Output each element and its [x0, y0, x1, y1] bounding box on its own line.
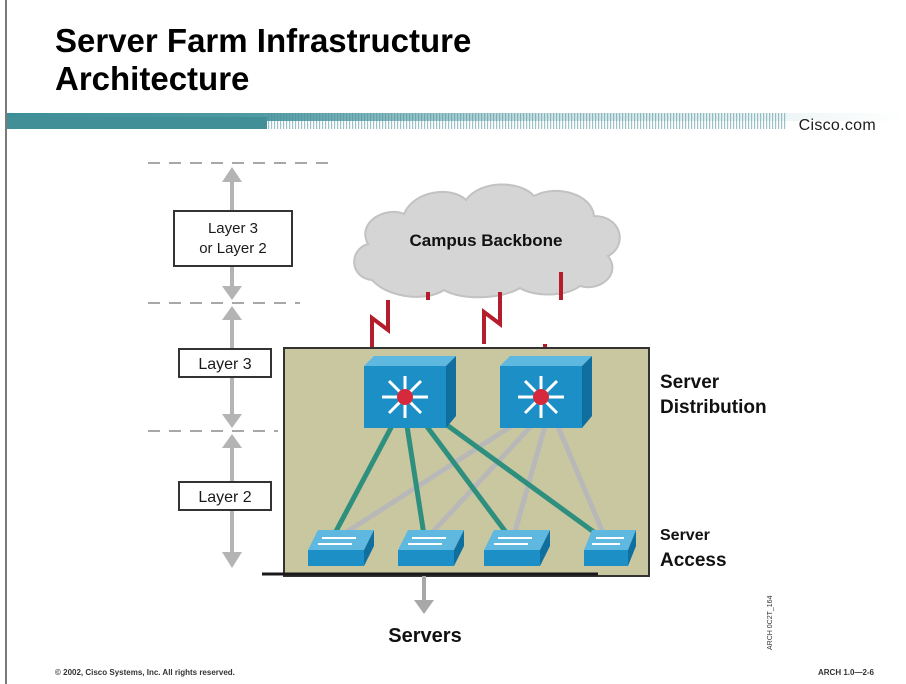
cloud-label: Campus Backbone [409, 231, 562, 250]
campus-backbone-cloud: Campus Backbone [353, 183, 621, 299]
access-label-2: Access [660, 550, 727, 571]
servers-label: Servers [388, 625, 461, 647]
slide-code: ARCH 1.0—2-6 [817, 668, 874, 677]
access-switch-2 [398, 530, 464, 566]
layer-label-middle: Layer 3 [198, 356, 251, 373]
access-switch-4 [584, 530, 636, 566]
distribution-switch-2 [500, 356, 592, 428]
secondary-links [340, 417, 607, 538]
server-farm-diagram: Layer 3 or Layer 2 Layer 3 Layer 2 Campu… [148, 162, 774, 650]
distribution-label-2: Distribution [660, 397, 767, 418]
distribution-switch-1 [364, 356, 456, 428]
left-border [5, 0, 7, 684]
layer-label-bottom: Layer 2 [198, 489, 251, 506]
slide-title: Server Farm Infrastructure Architecture [55, 22, 471, 98]
layer-label-top-2: or Layer 2 [199, 240, 267, 257]
title-bar [7, 113, 906, 129]
figure-id: ARCH 0C2T_164 [767, 595, 774, 650]
primary-links [331, 417, 600, 538]
access-switch-3 [484, 530, 550, 566]
access-label-1: Server [660, 527, 710, 544]
title-line-1: Server Farm Infrastructure [55, 22, 472, 59]
copyright: © 2002, Cisco Systems, Inc. All rights r… [55, 668, 235, 677]
distribution-label-1: Server [660, 372, 720, 393]
cisco-com-link[interactable]: Cisco.com [798, 117, 876, 134]
layer-label-top-1: Layer 3 [208, 220, 258, 237]
title-line-2: Architecture [55, 60, 250, 97]
layer-2-box: Layer 2 [178, 481, 272, 511]
servers-arrow [414, 576, 434, 614]
layer-boundaries [148, 162, 330, 432]
layer-3-or-2-box: Layer 3 or Layer 2 [173, 210, 293, 267]
access-switch-1 [308, 530, 374, 566]
layer-3-box: Layer 3 [178, 348, 272, 378]
